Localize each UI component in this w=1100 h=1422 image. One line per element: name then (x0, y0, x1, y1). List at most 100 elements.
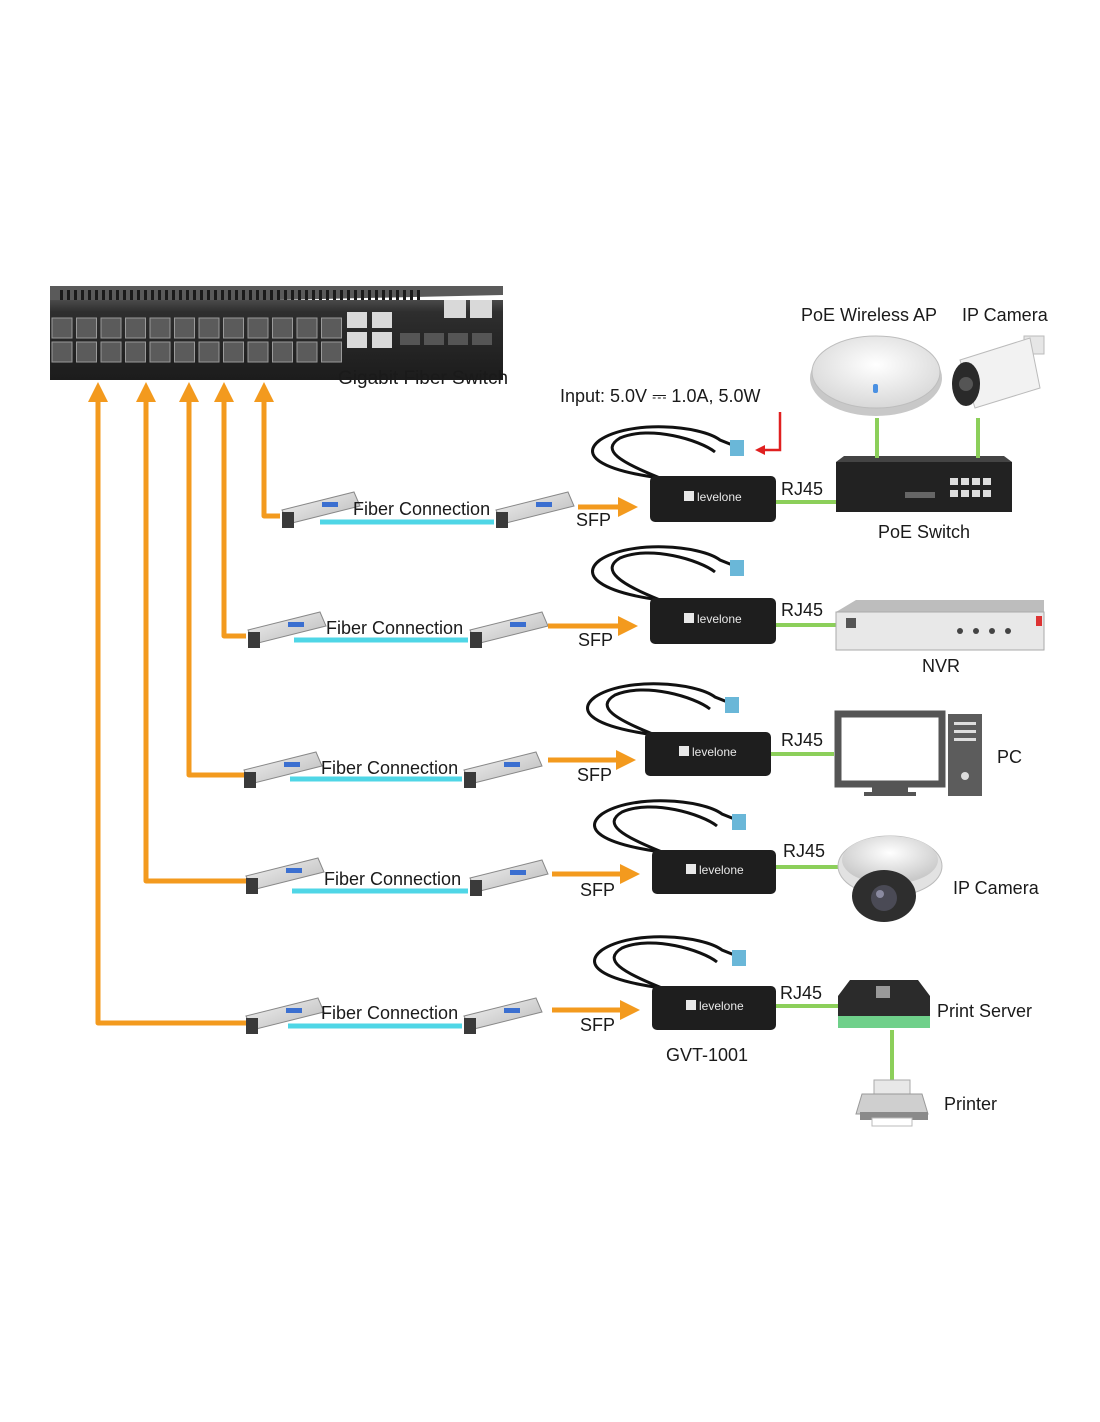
sfp-port (125, 317, 146, 339)
vent-slot (186, 290, 189, 300)
power-input-arrow (755, 412, 782, 455)
sfp-port (321, 341, 342, 363)
sfp-label: SFP (576, 510, 611, 530)
vent-slot (305, 290, 308, 300)
device-label: IP Camera (953, 878, 1040, 898)
vent-slot (116, 290, 119, 300)
sfp-module-right (463, 997, 543, 1034)
nvr-icon (835, 600, 1045, 651)
vent-slot (60, 290, 63, 300)
power-input-label: Input: 5.0V ⎓ 1.0A, 5.0W (560, 386, 760, 406)
sfp-port (76, 341, 97, 363)
vent-slot (221, 290, 224, 300)
converter-brand: levelone (692, 745, 737, 759)
device-label: Print Server (937, 1001, 1032, 1021)
vent-slot (95, 290, 98, 300)
sfp-label: SFP (580, 1015, 615, 1035)
vent-slot (228, 290, 231, 300)
vent-slot (417, 290, 420, 300)
sfp-module-left (247, 611, 327, 648)
vent-slot (165, 290, 168, 300)
sfp-port (76, 317, 97, 339)
sfp-module-left (245, 857, 325, 894)
sfp-port (100, 341, 122, 363)
vent-slot (375, 290, 378, 300)
vent-slot (74, 290, 77, 300)
switch-label: Gigabit Fiber Switch (338, 368, 508, 389)
connection-row-5: Fiber Connection SFP levelone GVT-1001 R… (245, 935, 1032, 1127)
vent-slot (137, 290, 140, 300)
rj45-label: RJ45 (781, 479, 823, 499)
vent-slot (340, 290, 343, 300)
connection-row-3: Fiber Connection SFP levelone RJ45 PC (243, 682, 1022, 796)
vent-slot (396, 290, 399, 300)
sfp-port (296, 317, 318, 339)
pc-icon (834, 710, 982, 796)
vent-slot (319, 290, 322, 300)
switch-sfp-ports (51, 317, 342, 363)
rj45-label: RJ45 (783, 841, 825, 861)
vent-slot (214, 290, 217, 300)
vent-slot (235, 290, 238, 300)
sfp-module-left (245, 997, 325, 1034)
sfp-module-left (281, 491, 361, 528)
rj45-label: RJ45 (780, 983, 822, 1003)
vent-slot (333, 290, 336, 300)
fiber-connection-label: Fiber Connection (321, 758, 458, 778)
converter-brand: levelone (697, 490, 742, 504)
vent-slot (151, 290, 154, 300)
sfp-port (51, 317, 73, 339)
vent-slot (284, 290, 287, 300)
vent-slot (67, 290, 70, 300)
vent-slot (130, 290, 133, 300)
converter-model-label: GVT-1001 (666, 1045, 748, 1065)
media-converter: levelone (593, 935, 776, 1030)
media-converter: levelone (586, 682, 771, 776)
media-converter: levelone (593, 799, 776, 894)
vent-slot (88, 290, 91, 300)
vent-slot (179, 290, 182, 300)
sfp-port (272, 341, 293, 363)
bullet-camera-icon (952, 335, 1045, 409)
sfp-port (51, 341, 73, 363)
vent-slot (249, 290, 252, 300)
wireless-ap-icon (810, 335, 942, 416)
sfp-module-left (243, 751, 323, 788)
converter-brand: levelone (699, 863, 744, 877)
switch-rj45-ports (347, 300, 492, 348)
fiber-connection-label: Fiber Connection (326, 618, 463, 638)
sfp-port (321, 317, 342, 339)
vent-slot (354, 290, 357, 300)
converter-brand: levelone (699, 999, 744, 1013)
sfp-label: SFP (578, 630, 613, 650)
poe-switch-icon (836, 456, 1012, 512)
vent-slot (242, 290, 245, 300)
vent-slot (172, 290, 175, 300)
extra-device-label: PoE Wireless AP (801, 305, 937, 325)
gigabit-fiber-switch (50, 286, 503, 380)
sfp-port (125, 341, 146, 363)
rj45-label: RJ45 (781, 600, 823, 620)
vent-slot (158, 290, 161, 300)
extra-device-label: IP Camera (962, 305, 1049, 325)
vent-slot (256, 290, 259, 300)
vent-slot (270, 290, 273, 300)
connection-row-2: Fiber Connection SFP levelone RJ45 NVR (247, 545, 1045, 676)
sfp-module-right (469, 859, 549, 896)
sfp-port (223, 341, 244, 363)
fiber-arrows (88, 382, 280, 1026)
sfp-port (198, 317, 220, 339)
vent-slot (382, 290, 385, 300)
fiber-connection-label: Fiber Connection (321, 1003, 458, 1023)
vent-slot (326, 290, 329, 300)
sfp-label: SFP (580, 880, 615, 900)
vent-slot (361, 290, 364, 300)
sfp-port (174, 317, 195, 339)
device-label: PC (997, 747, 1022, 767)
vent-slot (200, 290, 203, 300)
vent-slot (123, 290, 126, 300)
fiber-connection-label: Fiber Connection (324, 869, 461, 889)
vent-slot (368, 290, 371, 300)
sfp-port (223, 317, 244, 339)
